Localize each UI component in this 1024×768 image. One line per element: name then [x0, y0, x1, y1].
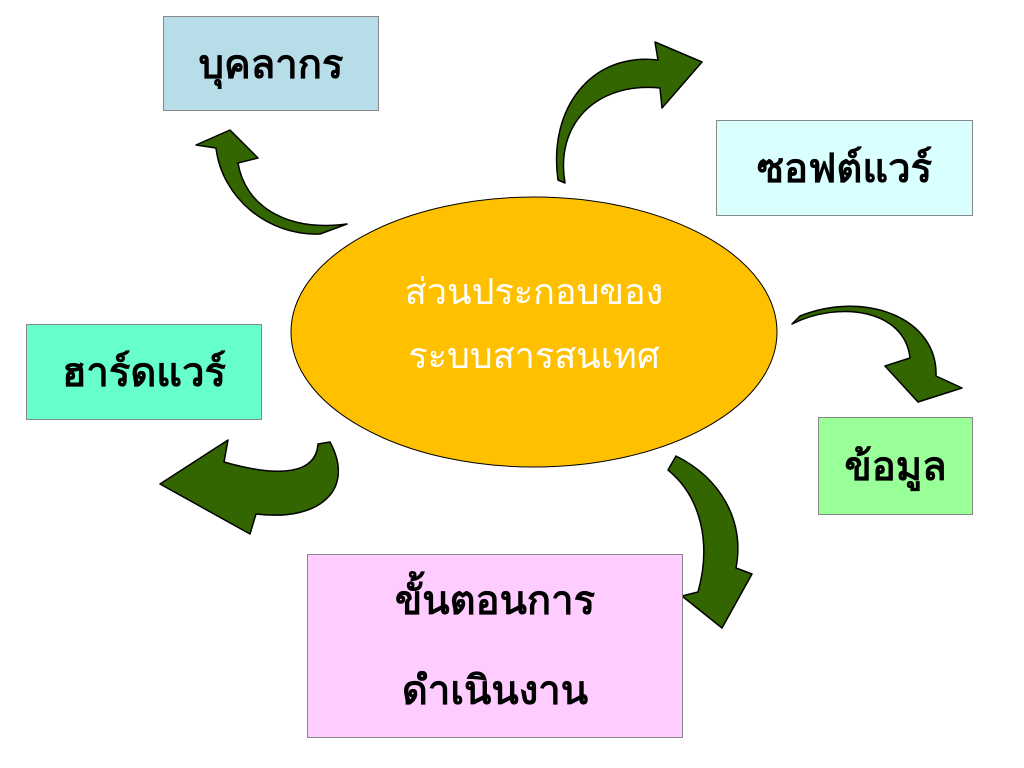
arrow-to-data	[791, 305, 963, 403]
procedure-label-line1: ขั้นตอนการ	[394, 578, 596, 624]
center-title-line2: ระบบสารสนเทศ	[408, 336, 660, 377]
hardware-label: ฮาร์ดแวร์	[61, 350, 227, 396]
hardware-box: ฮาร์ดแวร์	[26, 324, 262, 420]
software-label: ซอฟต์แวร์	[756, 146, 933, 192]
personnel-label: บุคลากร	[198, 41, 344, 88]
arrow-to-personnel	[195, 129, 348, 235]
arrow-to-procedure	[667, 455, 753, 629]
personnel-box: บุคลากร	[163, 16, 379, 111]
arrow-to-hardware	[159, 439, 340, 535]
center-ellipse: ส่วนประกอบของ ระบบสารสนเทศ	[290, 196, 778, 468]
center-title: ส่วนประกอบของ ระบบสารสนเทศ	[405, 261, 663, 389]
procedure-label-line2: ดำเนินงาน	[401, 668, 589, 714]
arrow-to-software	[555, 41, 703, 184]
center-ellipse-shape	[290, 196, 778, 468]
software-box: ซอฟต์แวร์	[716, 120, 973, 216]
procedure-box: ขั้นตอนการ ดำเนินงาน	[307, 554, 683, 738]
data-label: ข้อมูล	[844, 444, 947, 490]
center-title-line1: ส่วนประกอบของ	[404, 272, 664, 313]
data-box: ข้อมูล	[818, 417, 973, 515]
